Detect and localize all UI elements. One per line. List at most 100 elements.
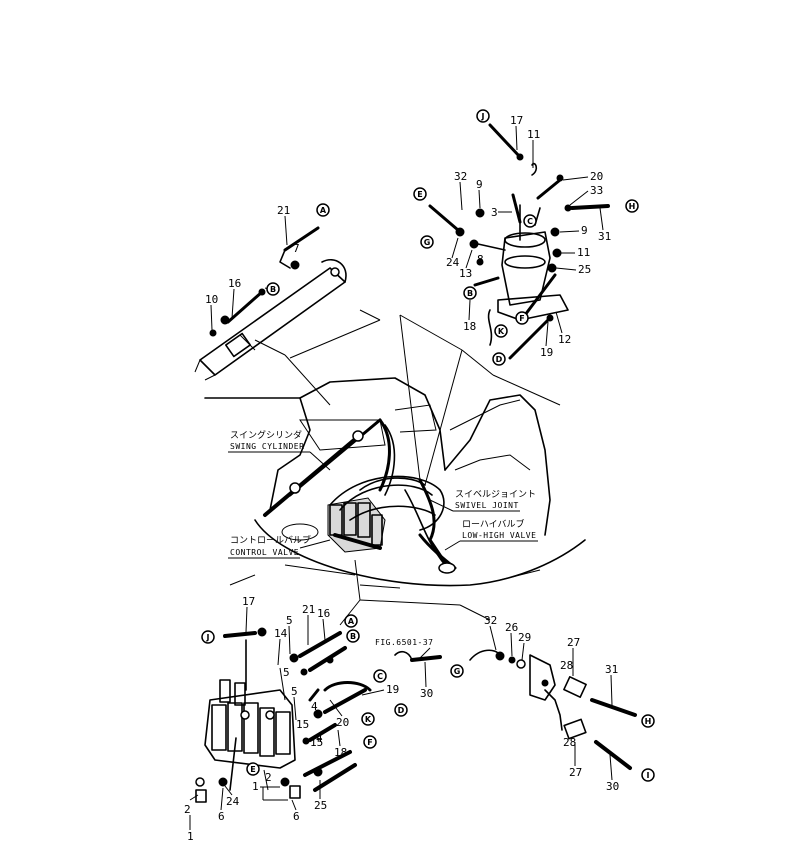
callout-33: 33 xyxy=(590,184,603,197)
callout-16: 16 xyxy=(228,277,241,290)
callout-32a: 32 xyxy=(454,170,467,183)
callout-24a: 24 xyxy=(446,256,460,269)
svg-text:K: K xyxy=(365,715,372,724)
control-valve-detail xyxy=(195,627,372,803)
svg-text:K: K xyxy=(498,327,505,336)
connector-H-1: H xyxy=(625,199,639,213)
callout-29: 29 xyxy=(518,631,531,644)
svg-text:B: B xyxy=(350,632,356,641)
callout-28a: 28 xyxy=(560,659,573,672)
callout-11a: 11 xyxy=(527,128,540,141)
callout-21: 21 xyxy=(277,204,290,217)
svg-text:D: D xyxy=(496,355,503,364)
svg-text:E: E xyxy=(250,765,255,774)
label-swing-cylinder-jp: スイングシリンダ xyxy=(230,429,302,441)
svg-text:J: J xyxy=(481,112,485,121)
connector-B-2: B xyxy=(463,286,477,300)
svg-text:C: C xyxy=(527,217,533,226)
callout-5c: 5 xyxy=(291,685,298,698)
connector-E-2: E xyxy=(246,762,260,776)
callout-2b: 2 xyxy=(184,803,191,816)
callout-19b: 19 xyxy=(386,683,399,696)
callout-27a: 27 xyxy=(567,636,580,649)
label-swivel-joint-jp: スイベルジョイント xyxy=(455,490,536,500)
connector-F-1: F xyxy=(515,311,529,325)
connector-markers: A B J E G C H B F K D J A B C D K F E G … xyxy=(201,109,655,782)
callout-9a: 9 xyxy=(476,178,483,191)
connector-C-1: C xyxy=(523,214,537,228)
svg-text:G: G xyxy=(454,667,461,676)
component-labels: スイングシリンダ SWING CYLINDER スイベルジョイント SWIVEL… xyxy=(228,429,538,659)
callout-6b: 6 xyxy=(293,810,300,823)
callout-1b: 1 xyxy=(187,830,194,843)
label-low-high-valve-jp: ローハイバルブ xyxy=(462,518,524,530)
excavator-body xyxy=(204,309,586,626)
svg-text:A: A xyxy=(320,206,327,215)
callout-12: 12 xyxy=(558,333,571,346)
callout-19a: 19 xyxy=(540,346,553,359)
callout-20b: 20 xyxy=(336,716,349,729)
callout-15b: 15 xyxy=(310,736,323,749)
callout-20a: 20 xyxy=(590,170,603,183)
label-swing-cylinder-en: SWING CYLINDER xyxy=(230,442,304,451)
callout-9b: 9 xyxy=(581,224,588,237)
connector-D-2: D xyxy=(394,703,408,717)
connector-C-2: C xyxy=(373,669,387,683)
connector-D-1: D xyxy=(492,352,506,366)
label-fig-reference: FIG.6501-37 xyxy=(375,638,433,647)
svg-text:B: B xyxy=(270,285,276,294)
callout-1a: 1 xyxy=(252,780,259,793)
callout-14: 14 xyxy=(274,627,288,640)
callout-13: 13 xyxy=(459,267,472,280)
connector-B-1: B xyxy=(266,282,280,296)
part-number-callouts: 21 7 16 10 17 11 32 9 3 20 33 31 9 24 8 … xyxy=(184,114,619,843)
label-low-high-valve-en: LOW-HIGH VALVE xyxy=(462,531,536,540)
svg-text:E: E xyxy=(417,190,422,199)
svg-text:F: F xyxy=(367,738,372,747)
svg-text:G: G xyxy=(424,238,431,247)
callout-5b: 5 xyxy=(283,666,290,679)
connector-G-1: G xyxy=(420,235,434,249)
svg-text:H: H xyxy=(629,202,636,211)
callout-30b: 30 xyxy=(606,780,619,793)
svg-text:A: A xyxy=(348,617,355,626)
svg-text:C: C xyxy=(377,672,383,681)
callout-32b: 32 xyxy=(484,614,497,627)
callout-7: 7 xyxy=(293,242,300,255)
svg-text:F: F xyxy=(519,314,524,323)
callout-26: 26 xyxy=(505,621,518,634)
connector-K-1: K xyxy=(494,324,508,338)
svg-text:D: D xyxy=(398,706,405,715)
callout-25a: 25 xyxy=(578,263,591,276)
low-high-valve-detail xyxy=(394,649,637,770)
callout-4a: 4 xyxy=(311,700,318,713)
connector-E-1: E xyxy=(413,187,427,201)
svg-text:J: J xyxy=(206,633,210,642)
callout-28b: 28 xyxy=(563,736,576,749)
callout-31b: 31 xyxy=(605,663,618,676)
callout-24b: 24 xyxy=(226,795,240,808)
label-control-valve-jp: コントロールバルブ xyxy=(230,534,311,546)
callout-31a: 31 xyxy=(598,230,611,243)
connector-A-2: A xyxy=(344,614,358,628)
callout-27b: 27 xyxy=(569,766,582,779)
connector-F-2: F xyxy=(363,735,377,749)
callout-15: 15 xyxy=(296,718,309,731)
callout-18a: 18 xyxy=(463,320,476,333)
control-valve-in-machine xyxy=(327,497,386,553)
callout-5a: 5 xyxy=(286,614,293,627)
svg-text:H: H xyxy=(645,717,652,726)
callout-3: 3 xyxy=(491,206,498,219)
callout-30a: 30 xyxy=(420,687,433,700)
connector-K-2: K xyxy=(361,712,375,726)
callout-8: 8 xyxy=(477,253,484,266)
callout-21b: 21 xyxy=(302,603,315,616)
connector-I-1: I xyxy=(641,768,655,782)
callout-10: 10 xyxy=(205,293,218,306)
connector-H-2: H xyxy=(641,714,655,728)
callout-25b: 25 xyxy=(314,799,327,812)
callout-11b: 11 xyxy=(577,246,590,259)
callout-16b: 16 xyxy=(317,607,330,620)
callout-17a: 17 xyxy=(510,114,523,127)
